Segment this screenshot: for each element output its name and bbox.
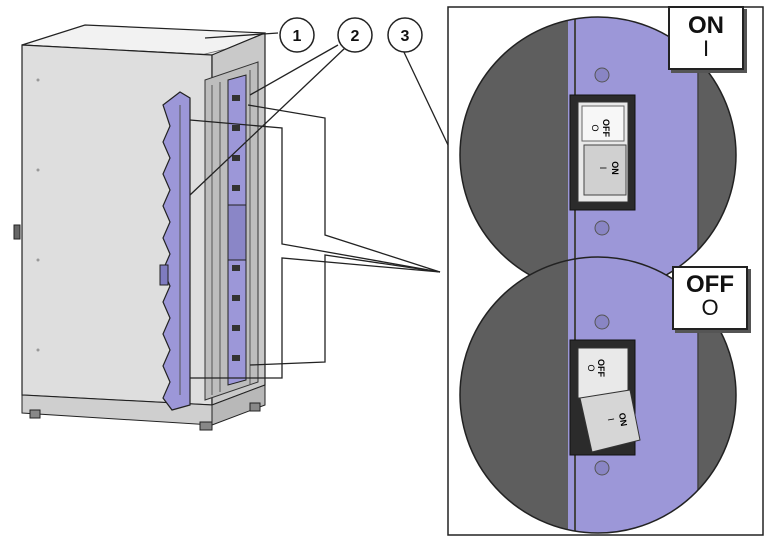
svg-text:3: 3: [401, 28, 410, 45]
detail-switch-off: OFF O ON I: [459, 256, 737, 534]
pdu-rear: [227, 74, 247, 386]
svg-text:O: O: [590, 124, 600, 131]
on-label: ON I: [668, 6, 744, 70]
on-label-word: ON: [688, 12, 724, 39]
callout-3: 3: [387, 17, 423, 53]
svg-text:OFF: OFF: [601, 119, 611, 137]
off-label-word: OFF: [686, 271, 734, 298]
svg-text:I: I: [606, 417, 616, 421]
svg-text:ON: ON: [617, 412, 629, 427]
svg-text:2: 2: [351, 28, 360, 45]
leader-lines: [189, 32, 449, 379]
svg-text:I: I: [598, 167, 608, 170]
on-label-symbol: I: [702, 36, 710, 61]
callout-1: 1: [279, 17, 315, 53]
rack-cabinet: [13, 24, 266, 431]
off-label-symbol: O: [701, 295, 719, 320]
detail-switch-on: OFF O ON I: [459, 16, 737, 294]
svg-text:ON: ON: [610, 161, 620, 175]
callout-2: 2: [337, 17, 373, 53]
svg-text:1: 1: [293, 28, 302, 45]
svg-text:O: O: [586, 364, 596, 371]
svg-text:OFF: OFF: [596, 359, 606, 377]
off-label: OFF O: [672, 266, 748, 330]
pdu-side: [159, 91, 191, 411]
